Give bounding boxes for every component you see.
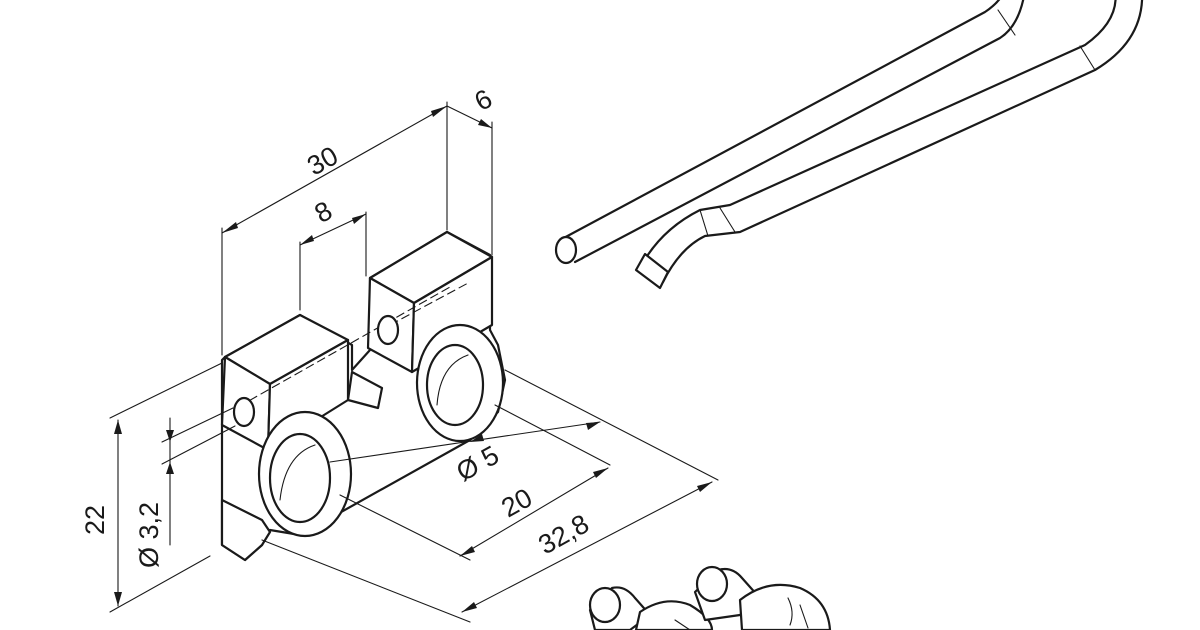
hidden-line [237,286,451,408]
dim-label-30: 30 [302,141,343,182]
bracket-part [220,230,507,562]
rod-2 [638,0,1117,270]
dim-label-20: 20 [496,482,537,523]
rivet-2-head [738,583,832,630]
dim-label-32-8: 32,8 [533,509,594,561]
right-boss-hole [425,343,485,427]
rivet-2-tail [695,565,729,603]
hole-edge [279,444,316,501]
rivet-1-head [634,600,714,630]
dim-label-hole-small: Ø 3,2 [134,502,164,568]
rivet-1-tail [588,586,622,624]
rivets [588,565,832,630]
rod-2-end [634,252,670,290]
rod-1 [558,0,1001,242]
dim-label-22: 22 [80,505,110,535]
rod-1-end [554,235,578,265]
rod-parts [554,0,1144,290]
hidden-line [389,281,471,326]
small-hole-left [232,396,256,428]
small-hole-right [376,314,400,346]
dim-label-8: 8 [309,195,337,229]
dim-label-6: 6 [469,83,497,117]
slot-floor [346,370,384,410]
left-boss-hole [268,432,332,524]
bottom-tab [220,498,272,562]
hole-edge [436,354,469,406]
rivet-slot [787,597,809,629]
